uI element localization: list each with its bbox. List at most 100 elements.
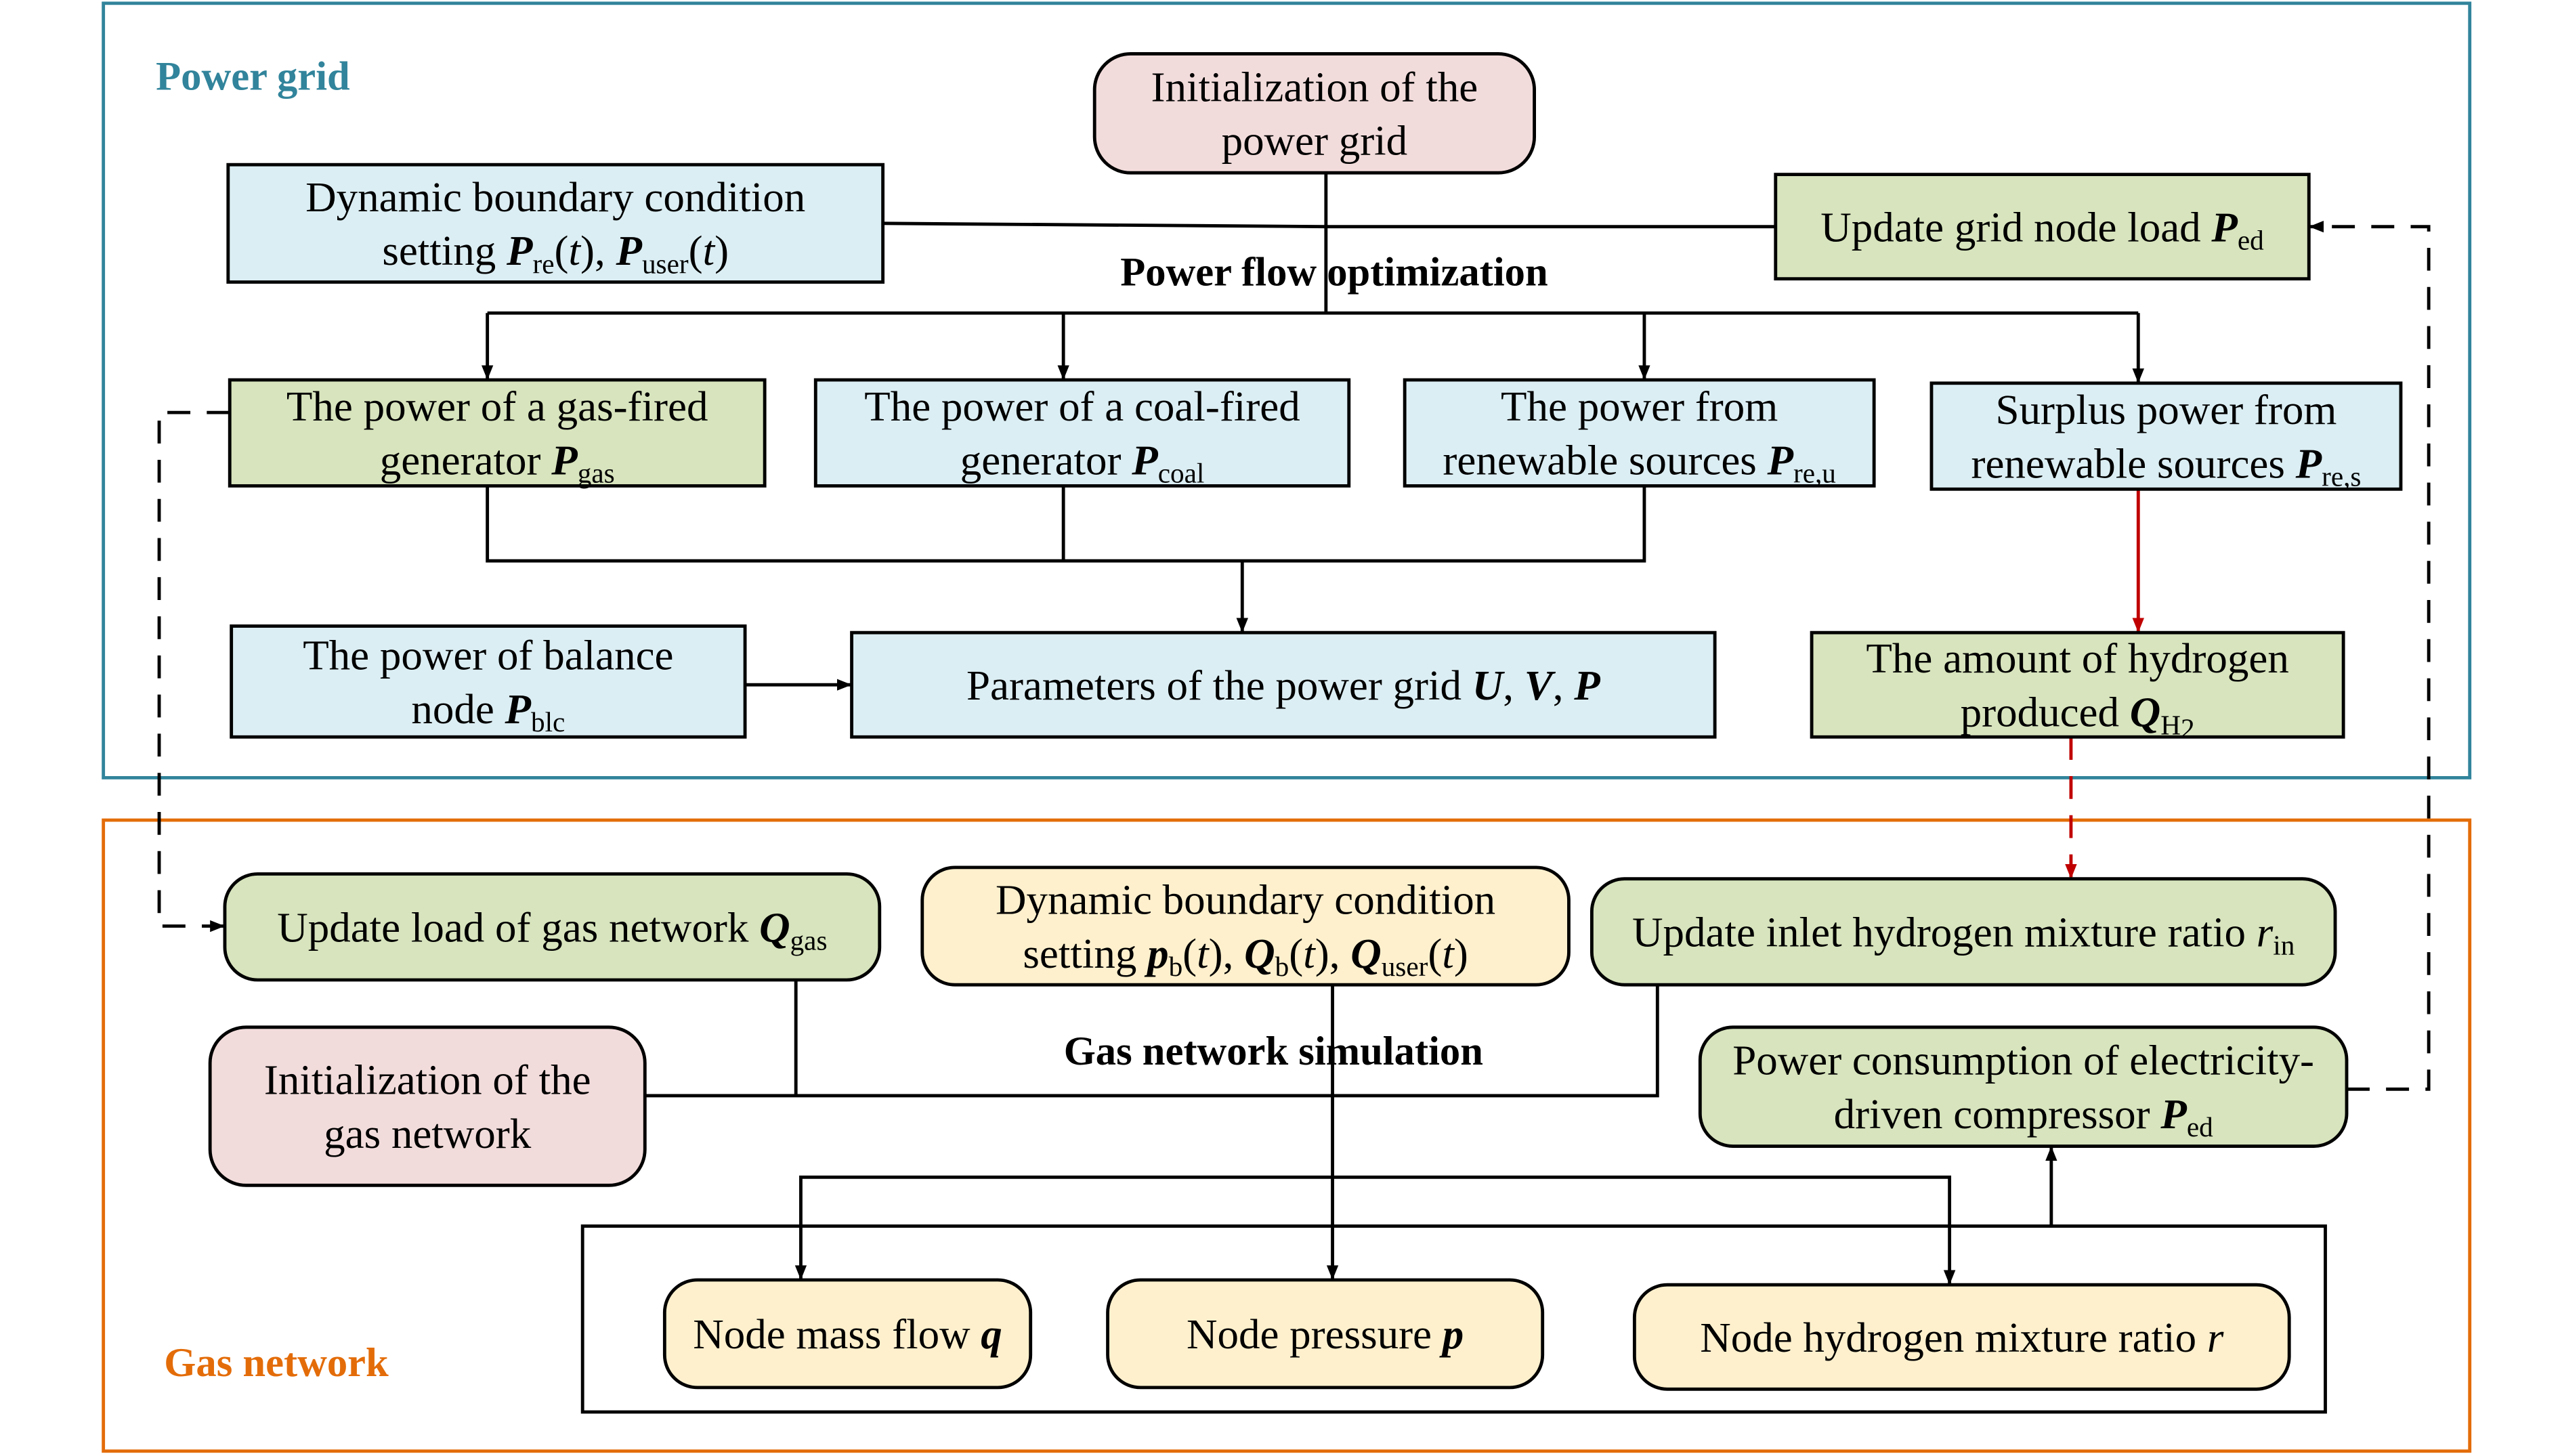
label-segment: P — [506, 227, 533, 274]
node-update-grid-load: Update grid node load Ped — [1774, 173, 2311, 281]
node-init-gas: Initialization of the gas network — [208, 1025, 647, 1187]
label-segment: ( — [1428, 930, 1442, 977]
label-segment: Update grid node load — [1820, 204, 2211, 251]
node-box — [1092, 52, 1536, 175]
node-hydrogen: The amount of hydrogen produced QH2 — [1810, 630, 2345, 744]
node-box — [1590, 877, 2337, 987]
node-box — [226, 163, 885, 284]
node-label-line: Dynamic boundary condition — [305, 173, 805, 221]
label-segment: Initialization of the — [264, 1056, 591, 1104]
label-segment: ), — [1315, 930, 1350, 977]
label-segment: V — [1524, 662, 1556, 709]
label-segment: in — [2273, 930, 2295, 961]
distribution-to-nodes — [799, 1175, 1952, 1226]
label-segment: P — [615, 227, 642, 274]
power-grid-section-frame — [102, 1, 2472, 779]
node-label-line: Parameters of the power grid U, V, P — [966, 662, 1600, 709]
label-segment: Dynamic boundary condition — [996, 876, 1495, 924]
collector-bus — [486, 486, 1646, 563]
label-segment: renewable sources — [1971, 440, 2295, 488]
label-segment: ed — [2187, 1111, 2213, 1142]
label-segment: Initialization of the — [1151, 63, 1478, 110]
label-segment: re — [533, 248, 555, 279]
label-segment: ) — [1454, 930, 1468, 977]
gas-init-bus — [645, 985, 1659, 1098]
node-box — [1929, 381, 2403, 491]
node-box — [1403, 378, 1876, 488]
label-segment: Update inlet hydrogen mixture ratio — [1632, 909, 2257, 956]
label-segment: The power of a coal-fired — [864, 383, 1300, 430]
label-segment: produced — [1961, 689, 2130, 736]
node-box — [920, 865, 1571, 987]
label-segment: P — [2295, 440, 2322, 488]
label-segment: P — [1131, 437, 1158, 484]
node-label-line: Surplus power from — [1996, 386, 2337, 433]
label-segment: node — [411, 685, 505, 733]
label-segment: t — [703, 227, 716, 274]
label-segment: re,s — [2322, 461, 2361, 492]
node-label-line: Node hydrogen mixture ratio r — [1700, 1314, 2224, 1361]
label-segment: ( — [1289, 930, 1303, 977]
node-label-line: Update load of gas network Qgas — [277, 904, 827, 956]
label-segment: t — [1303, 930, 1316, 977]
connectors — [157, 173, 2431, 1414]
label-segment: Q — [1244, 930, 1275, 977]
label-segment: setting — [382, 227, 507, 274]
label-segment: Node hydrogen mixture ratio — [1700, 1314, 2207, 1361]
label-segment: t — [1442, 930, 1455, 977]
node-box — [813, 378, 1351, 488]
label-segment: coal — [1158, 458, 1205, 489]
label-segment: p — [1439, 1310, 1464, 1358]
label-segment: Update load of gas network — [277, 904, 759, 951]
label-segment: The power of balance — [303, 632, 673, 679]
node-pressure: Node pressure p — [1106, 1278, 1545, 1390]
node-balance: The power of balance node Pblc — [230, 624, 747, 739]
node-box — [1774, 173, 2311, 281]
label-segment: P — [2211, 204, 2238, 251]
node-label-line: Node pressure p — [1187, 1310, 1464, 1358]
gas-network-section-frame — [102, 818, 2472, 1453]
label-segment: Q — [759, 904, 790, 951]
node-results-container — [580, 1224, 2327, 1414]
label-segment: renewable sources — [1443, 437, 1767, 484]
label-segment: gas network — [324, 1110, 532, 1157]
arrow-compressor-to-grid-load — [2309, 220, 2431, 1091]
label-segment: t — [569, 227, 582, 274]
node-label-line: The power of balance — [303, 632, 673, 679]
node-params: Parameters of the power grid U, V, P — [850, 630, 1717, 739]
node-box — [208, 1025, 647, 1187]
node-label-line: The power of a gas-fired — [286, 383, 708, 430]
node-label-line: The power of a coal-fired — [864, 383, 1300, 430]
node-label-line: node Pblc — [411, 685, 565, 737]
node-label-line: generator Pgas — [380, 437, 615, 489]
label-segment: U — [1472, 662, 1506, 709]
node-label-line: Initialization of the — [1151, 63, 1478, 110]
node-box — [223, 872, 882, 982]
node-compressor: Power consumption of electricity-driven … — [1698, 1025, 2349, 1148]
node-box — [1106, 1278, 1545, 1390]
node-label-line: Node mass flow q — [693, 1310, 1002, 1358]
node-label-line: produced QH2 — [1961, 689, 2195, 744]
node-update-gas-load: Update load of gas network Qgas — [223, 872, 882, 982]
gas-network-section-label: Gas network — [164, 1340, 389, 1386]
node-label-line: Update grid node load Ped — [1820, 204, 2264, 256]
node-box — [1698, 1025, 2349, 1148]
node-label-line: The amount of hydrogen — [1866, 635, 2288, 682]
label-segment: P — [551, 437, 578, 484]
node-h2-ratio: Node hydrogen mixture ratio r — [1632, 1283, 2291, 1391]
node-box — [850, 630, 1717, 739]
label-segment: P — [505, 685, 532, 733]
power-grid-section-label: Power grid — [156, 54, 350, 100]
label-segment: user — [642, 248, 689, 279]
label-segment: ), — [1209, 930, 1244, 977]
node-update-inlet: Update inlet hydrogen mixture ratio rin — [1590, 877, 2337, 987]
node-label-line: Update inlet hydrogen mixture ratio rin — [1632, 909, 2295, 961]
label-segment: re,u — [1793, 458, 1836, 489]
label-segment: ( — [1182, 930, 1197, 977]
label-segment: , — [1503, 662, 1524, 709]
